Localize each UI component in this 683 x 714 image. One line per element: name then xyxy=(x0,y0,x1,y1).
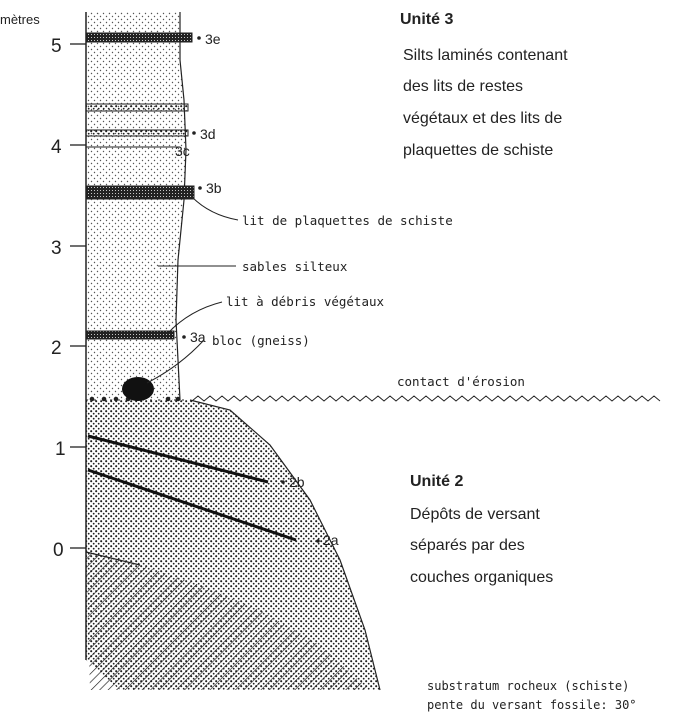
sample-3a: 3a xyxy=(190,329,206,345)
axis-tick-0: 0 xyxy=(53,540,64,561)
gneiss-boulder xyxy=(122,377,154,401)
axis-tick-2: 2 xyxy=(51,338,62,359)
label-contact: contact d'érosion xyxy=(397,374,525,389)
label-substratum-2: pente du versant fossile: 30° xyxy=(427,698,637,712)
label-debris: lit à débris végétaux xyxy=(226,294,385,309)
unite3-line-2: des lits de restes xyxy=(403,78,523,95)
substratum-contact xyxy=(85,551,141,566)
axis-tick-3: 3 xyxy=(51,238,62,259)
sample-2a: 2a xyxy=(323,532,339,548)
unite3-line-4: plaquettes de schiste xyxy=(403,142,553,159)
unite2-line-1: Dépôts de versant xyxy=(410,506,540,523)
sample-2b: 2b xyxy=(289,474,305,490)
substratum-fill xyxy=(86,552,370,690)
leader-debris xyxy=(167,301,223,334)
sample-3e: 3e xyxy=(205,31,221,47)
sample-3c: 3c xyxy=(175,143,190,159)
unite2-line-2: séparés par des xyxy=(410,537,525,554)
label-bloc: bloc (gneiss) xyxy=(212,333,310,348)
slope-profile xyxy=(189,399,381,691)
unite2-title: Unité 2 xyxy=(410,473,463,490)
label-substratum-1: substratum rocheux (schiste) xyxy=(427,679,629,693)
axis-tick-4: 4 xyxy=(51,137,62,158)
organic-layer-2b xyxy=(87,434,269,484)
leader-plaquettes xyxy=(191,196,239,221)
bed-3b xyxy=(85,185,195,200)
sample-markers xyxy=(182,36,320,543)
bed-3d xyxy=(85,129,189,137)
axis-tick-1: 1 xyxy=(55,439,66,460)
bed-upper-4 xyxy=(85,103,189,112)
column-right-edge xyxy=(175,12,187,401)
bed-3e xyxy=(85,32,193,43)
unite3-title: Unité 3 xyxy=(400,11,453,28)
label-sables: sables silteux xyxy=(242,259,348,274)
axis-tick-5: 5 xyxy=(51,36,62,57)
unite3-line-3: végétaux et des lits de xyxy=(403,110,562,127)
label-plaquettes: lit de plaquettes de schiste xyxy=(242,213,453,228)
erosion-contact-zigzag xyxy=(191,395,661,402)
axis-unit-label: mètres xyxy=(0,12,40,27)
unite2-line-3: couches organiques xyxy=(410,569,553,586)
unit3-fill xyxy=(86,12,186,400)
leader-bloc xyxy=(146,339,205,384)
sample-3b: 3b xyxy=(206,180,222,196)
organic-layer-2a xyxy=(87,468,297,542)
sample-3d: 3d xyxy=(200,126,216,142)
erosion-base-dots xyxy=(89,396,181,402)
unite3-line-1: Silts laminés contenant xyxy=(403,47,568,64)
axis-ticks xyxy=(70,43,86,549)
bed-3a xyxy=(85,330,175,340)
